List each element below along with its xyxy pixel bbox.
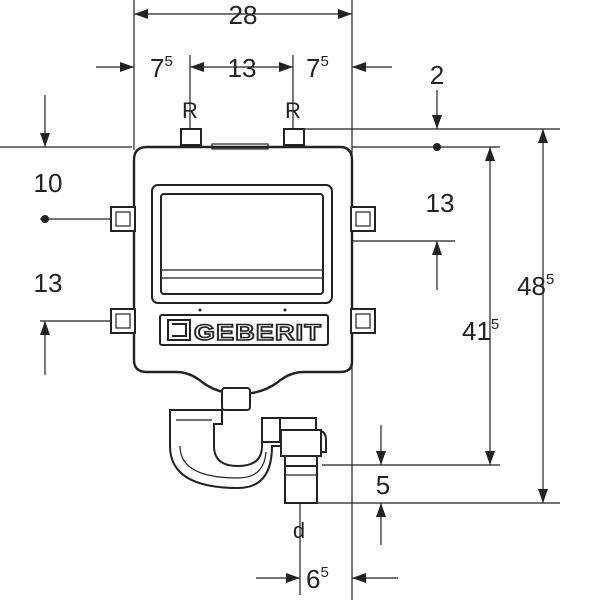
valve-stub-right <box>283 128 305 146</box>
dim-height-overall: 485 <box>517 271 554 301</box>
valve-stub-left <box>180 128 202 146</box>
extension-lines <box>0 0 560 600</box>
dim-valve-spacing: 13 <box>228 53 257 83</box>
dim-overall-width: 28 <box>229 0 258 30</box>
bracket-left-lower <box>110 308 136 334</box>
bracket-left-upper <box>110 206 136 232</box>
dim-bottom-gap: 5 <box>376 470 390 500</box>
housing: GEBERIT <box>132 143 354 396</box>
dim-right-offset: 75 <box>306 53 329 83</box>
valve-label-left: R <box>182 98 198 123</box>
dim-left-upper: 10 <box>34 168 63 198</box>
drain-outlet <box>280 429 322 457</box>
bracket-right-upper <box>350 206 376 232</box>
valve-connectors: R R <box>180 98 305 146</box>
dim-top-gap: 2 <box>430 60 444 90</box>
dimension-labels: 28 75 13 75 2 10 13 13 415 485 5 65 <box>34 0 555 594</box>
front-panel-frame <box>151 184 333 304</box>
brand-plate <box>159 314 329 346</box>
dim-left-lower: 13 <box>34 268 63 298</box>
dim-height-inner: 415 <box>462 316 499 346</box>
brand-text: GEBERIT <box>194 320 322 345</box>
mounting-brackets <box>110 206 376 334</box>
bracket-right-lower <box>350 308 376 334</box>
siphon-trap: d <box>169 387 327 543</box>
dim-right-upper: 13 <box>426 188 455 218</box>
dimension-arrows <box>40 9 548 583</box>
valve-label-right: R <box>285 98 301 123</box>
dim-drain-offset: 65 <box>306 564 329 594</box>
drain-diameter-label: d <box>293 518 305 543</box>
dim-left-offset: 75 <box>150 53 173 83</box>
